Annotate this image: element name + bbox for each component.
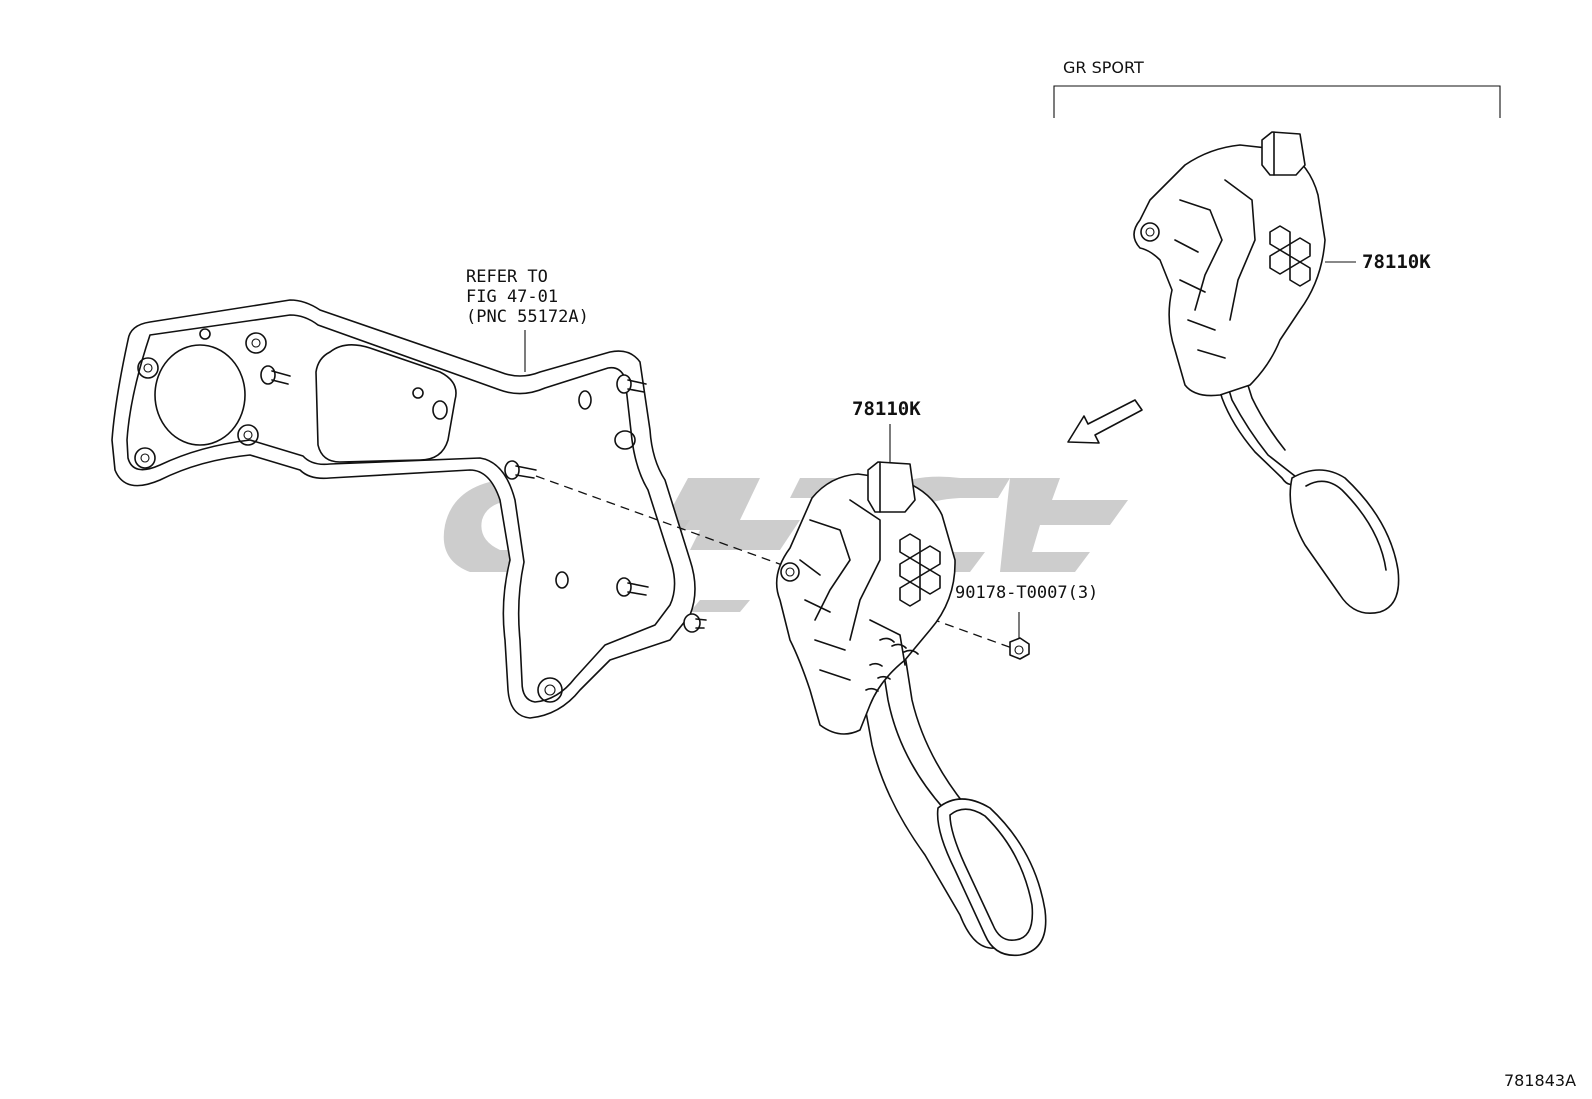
figure-number: 781843A	[1504, 1071, 1576, 1090]
stud-bolt-icon	[616, 374, 647, 394]
gr-sport-bracket	[1053, 85, 1501, 118]
stud-bolt-icon	[683, 613, 707, 633]
sensor-honeycomb	[899, 533, 941, 607]
part-label-nut: 90178-T0007(3)	[955, 583, 1098, 603]
stud-bolt-icon	[260, 365, 291, 385]
part-label-main-pedal: 78110K	[852, 398, 921, 420]
sensor-honeycomb	[1269, 225, 1311, 287]
refer-note-line1: REFER TO	[466, 267, 548, 287]
accelerator-pedal-gr-sport	[1133, 131, 1400, 614]
mounting-bracket	[111, 299, 707, 719]
part-label-gr-sport-pedal: 78110K	[1362, 251, 1431, 273]
group-label: GR SPORT	[1063, 58, 1144, 77]
stud-bolt-icon	[504, 460, 537, 480]
nut-icon	[1009, 612, 1030, 660]
direction-arrow-icon	[1067, 399, 1143, 444]
stud-bolt-icon	[616, 577, 649, 597]
refer-note-line2: FIG 47-01	[466, 287, 558, 307]
refer-note-line3: (PNC 55172A)	[466, 307, 589, 327]
accelerator-pedal-main	[775, 424, 1047, 957]
